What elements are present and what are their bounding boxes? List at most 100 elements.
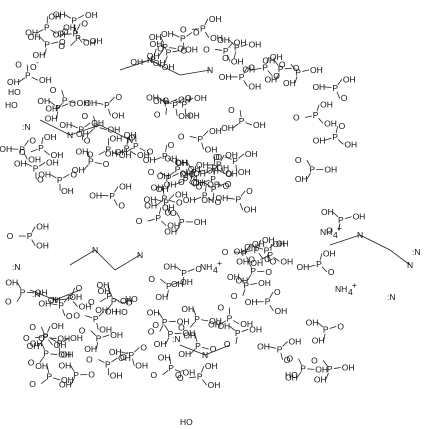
hydroxyl-label: OH [178,94,191,104]
bond-line [159,171,166,177]
hydroxyl-label: OH [45,104,58,114]
hydroxyl-label: OH [53,29,66,39]
bond-line [175,266,182,271]
hydroxyl-label: OH [84,344,97,354]
hydroxyl-label: OH [109,133,122,143]
hydroxyl-label: OH [28,154,41,164]
bond-line [302,69,310,72]
bond-line [174,369,182,373]
oxide-label: O [223,181,230,191]
bond-line [344,216,352,220]
hydroxyl-label: OH [72,165,85,175]
bond-line [49,337,57,342]
bond-line [321,266,328,273]
bond-line [50,353,58,355]
bond-line [111,357,118,363]
ho-label: HO [115,307,128,317]
hydroxyl-label: OH [59,360,72,370]
bond-line [329,325,337,329]
hydroxyl-label: OH [171,279,184,289]
oxide-label: O [178,322,185,332]
bond-line [308,264,316,268]
bond-line [192,308,197,316]
hydroxyl-label: OH [36,241,49,251]
bond-line [50,29,57,34]
bond-line [325,372,329,380]
bond-line [335,126,339,134]
phosphorus-label: P [216,160,222,170]
oxide-label: O [215,197,222,207]
oxide-label: O [66,311,73,321]
bond-line [224,156,232,160]
phosphorus-label: P [180,34,186,44]
phosphorus-label: P [227,314,233,324]
phosphorus-label: P [155,213,161,223]
oxide-anion-label: O [120,352,127,362]
hydroxyl-label: OH [150,39,163,49]
bond-line [172,50,180,53]
bond-line [229,325,236,331]
bond-line [198,169,206,172]
hydroxyl-label: OH [110,330,123,340]
oxide-anion-label: O [175,370,182,380]
hydroxyl-label: OH [61,186,74,196]
bond-line [61,103,69,107]
hydroxyl-label: OH [262,55,275,65]
bond-line [87,129,94,135]
hydroxyl-label: OH [157,171,170,181]
bond-line [47,326,51,333]
hydroxyl-label: OH [155,292,168,302]
hydroxyl-label: OH [77,98,90,108]
phosphorus-label: P [172,100,178,110]
hydroxyl-label: OH [54,340,67,350]
hydroxyl-label: OH [270,52,283,62]
hydroxyl-label: OH [324,118,337,128]
phosphorus-label: P [105,359,111,369]
bond-line [217,169,225,174]
bond-line [77,14,85,19]
charge-minus: - [36,57,39,67]
bond-line [97,359,105,363]
bond-line [114,254,141,271]
bond-line [18,77,25,83]
hydroxyl-label: OH [69,292,82,302]
hydroxyl-label: OH [235,275,248,285]
bond-line [37,29,44,34]
phosphorus-label: P [265,297,271,307]
oxide-label: O [129,133,136,143]
bond-line [17,282,22,289]
bond-line [72,301,78,307]
oxide-label: O [293,112,300,122]
bond-line [64,14,72,19]
hydroxyl-label: OH [146,92,159,102]
bond-line [232,320,240,325]
phosphorus-label: P [316,259,322,269]
ammonium-charge: + [217,258,222,268]
phosphorus-label: P [197,371,203,381]
phosphorus-label: P [162,42,168,52]
bond-line [29,289,56,301]
phosphorus-label: P [323,325,329,335]
bond-line [202,179,210,183]
phosphorus-label: P [235,328,241,338]
hydroxyl-label: OH [85,10,98,20]
bond-line [169,357,172,365]
bond-line [219,320,227,325]
phosphorus-label: P [267,250,273,260]
bond-line [39,119,71,136]
amine-lone-pair-label: :N [12,262,21,272]
charge-minus: - [181,365,184,375]
bond-line [81,133,84,141]
bond-line [134,347,140,353]
bond-line [158,50,164,57]
oxide-label: O [339,121,346,131]
hydroxyl-label: OH [205,144,218,154]
amine-nitrogen-label: N [52,295,58,305]
phosphorus-label: P [183,175,189,185]
bond-line [99,127,107,131]
oxide-label: O [154,110,161,120]
bond-line [26,64,29,72]
phosphorus-label: P [194,314,200,324]
bond-line [240,44,248,47]
bond-line [166,289,169,297]
